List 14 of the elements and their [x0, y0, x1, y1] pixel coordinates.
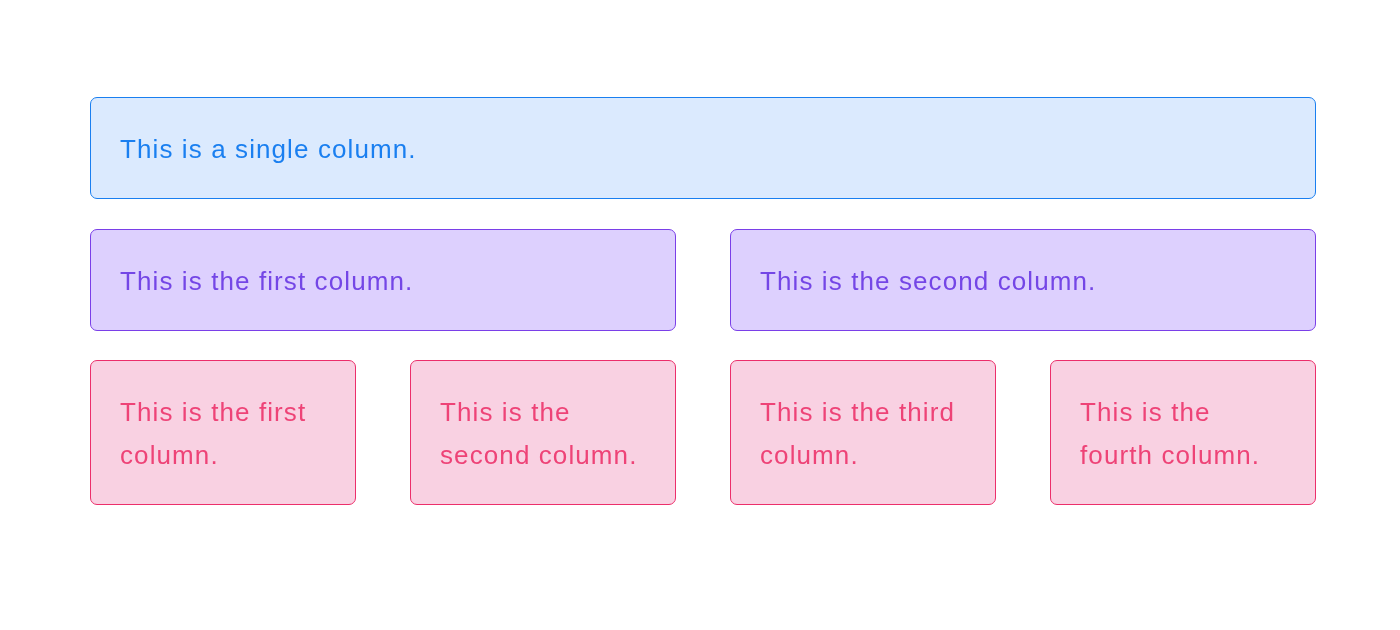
column-text: This is the fourth column.: [1080, 396, 1262, 472]
column-box: [730, 229, 1316, 331]
column-text: This is the second column.: [760, 265, 1098, 298]
column-box: [90, 229, 676, 331]
column-text: This is the second column.: [440, 396, 639, 472]
column-box: [90, 97, 1316, 199]
column-text: This is the first column.: [120, 396, 308, 472]
column-box: [730, 360, 996, 505]
column-box: [90, 360, 356, 505]
column-text: This is the third column.: [760, 396, 956, 472]
column-box: [410, 360, 676, 505]
column-text: This is a single column.: [120, 133, 418, 166]
column-text: This is the first column.: [120, 265, 415, 298]
column-box: [1050, 360, 1316, 505]
